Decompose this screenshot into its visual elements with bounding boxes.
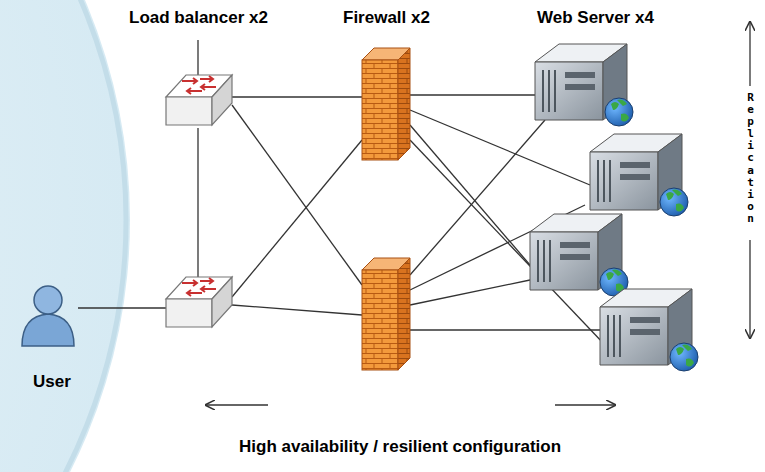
- node-label: User: [8, 372, 96, 392]
- column-heading: Firewall x2: [343, 8, 430, 28]
- column-heading: Load balancer x2: [129, 8, 268, 28]
- user-node: User: [8, 280, 96, 392]
- replication-label: Replication: [745, 92, 756, 225]
- caption: High availability / resilient configurat…: [239, 437, 561, 457]
- column-heading: Web Server x4: [537, 8, 654, 28]
